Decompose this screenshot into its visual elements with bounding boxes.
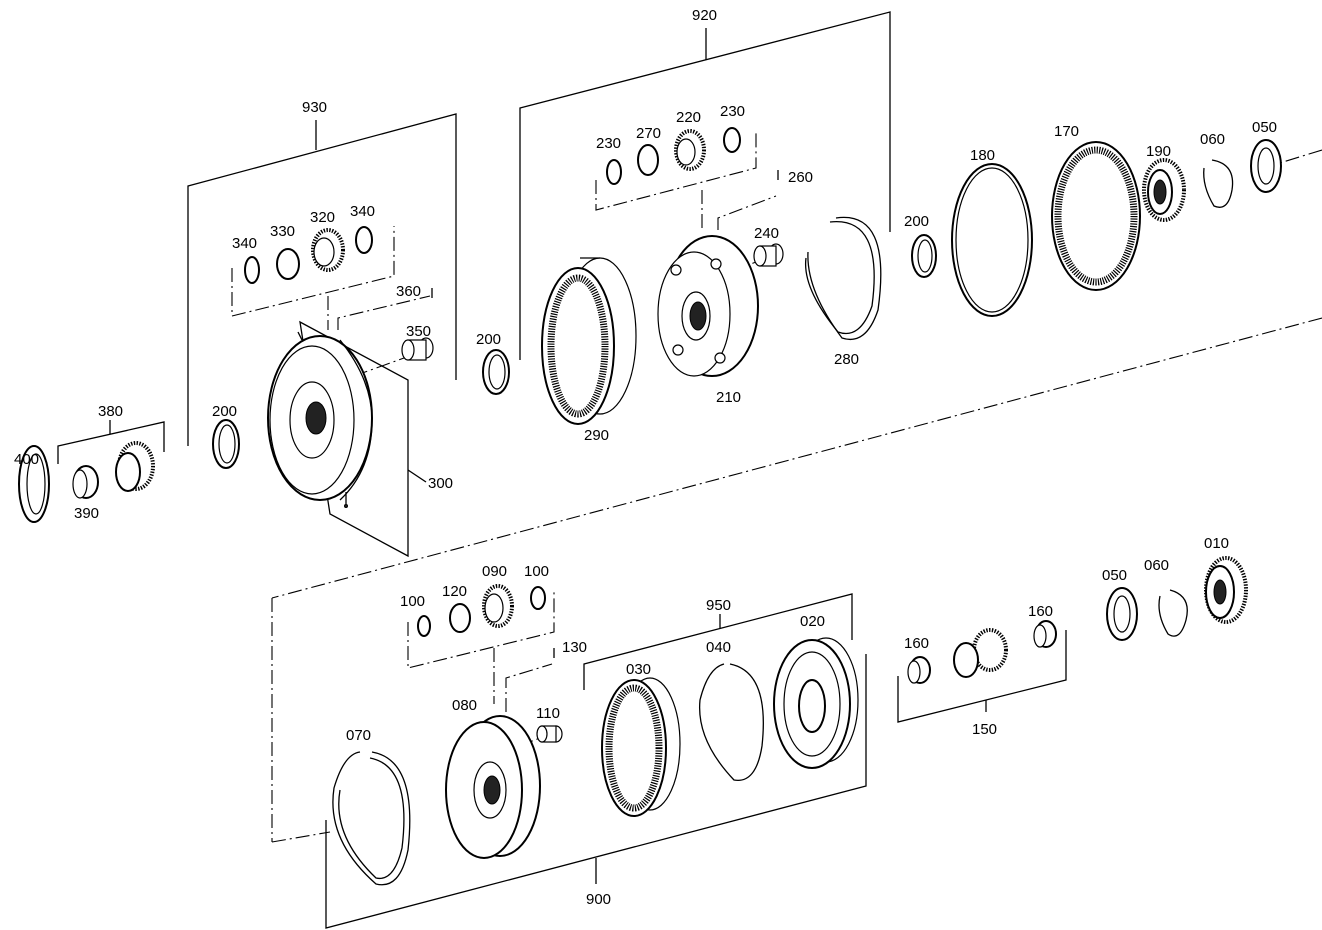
label-170: 170 [1054,123,1079,140]
label-400: 400 [14,451,39,468]
label-070: 070 [346,727,371,744]
label-200c: 200 [904,213,929,230]
label-930: 930 [302,99,327,116]
label-160b: 160 [1028,603,1053,620]
label-030: 030 [626,661,651,678]
parts [18,127,1282,886]
label-160a: 160 [904,635,929,652]
label-200b: 200 [476,331,501,348]
label-290: 290 [584,427,609,444]
label-130: 130 [562,639,587,656]
label-240: 240 [754,225,779,242]
label-360: 360 [396,283,421,300]
label-270: 270 [636,125,661,142]
label-150: 150 [972,721,997,738]
label-100b: 100 [524,563,549,580]
label-380: 380 [98,403,123,420]
label-900: 900 [586,891,611,908]
label-350: 350 [406,323,431,340]
label-120: 120 [442,583,467,600]
label-280: 280 [834,351,859,368]
label-950: 950 [706,597,731,614]
label-200a: 200 [212,403,237,420]
label-210: 210 [716,389,741,406]
label-080: 080 [452,697,477,714]
label-330: 330 [270,223,295,240]
label-050a: 050 [1252,119,1277,136]
part-labels: 400 390 380 200 930 340 330 320 340 360 … [14,7,1277,908]
label-060a: 060 [1200,131,1225,148]
label-920: 920 [692,7,717,24]
axis-lines [271,149,1322,843]
label-230a: 230 [596,135,621,152]
label-050b: 050 [1102,567,1127,584]
label-260: 260 [788,169,813,186]
label-230b: 230 [720,103,745,120]
label-010: 010 [1204,535,1229,552]
label-220: 220 [676,109,701,126]
label-180: 180 [970,147,995,164]
label-060b: 060 [1144,557,1169,574]
label-110: 110 [536,705,560,722]
label-340b: 340 [350,203,375,220]
label-390: 390 [74,505,99,522]
label-300: 300 [428,475,453,492]
label-320: 320 [310,209,335,226]
label-040: 040 [706,639,731,656]
label-090: 090 [482,563,507,580]
label-340a: 340 [232,235,257,252]
group-brackets [57,11,1067,929]
label-100a: 100 [400,593,425,610]
label-190: 190 [1146,143,1171,160]
label-020: 020 [800,613,825,630]
